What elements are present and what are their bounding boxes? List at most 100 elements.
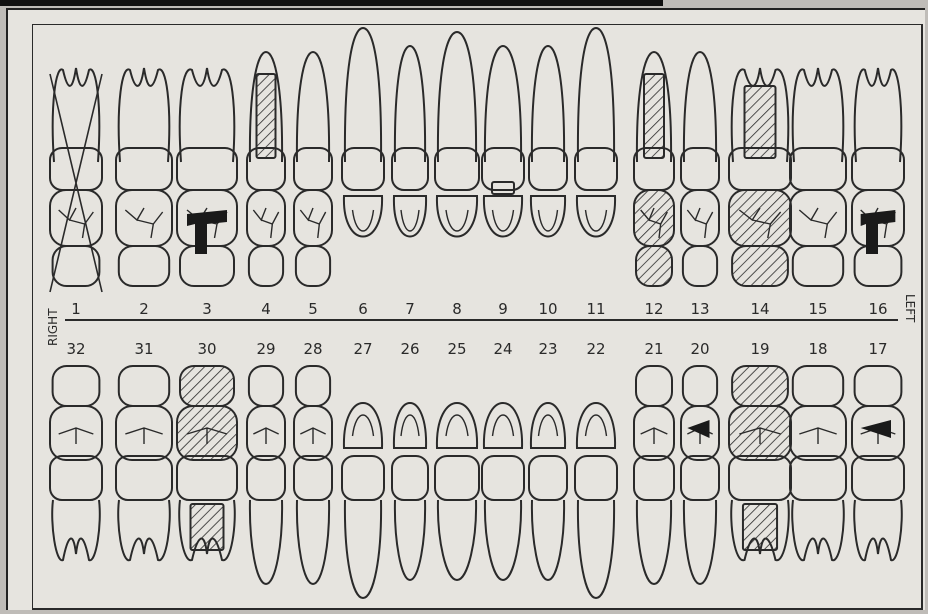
incisal-surface xyxy=(437,403,477,448)
tooth-number-21: 21 xyxy=(644,340,663,358)
tooth-number-16: 16 xyxy=(868,300,887,318)
cingulum-line xyxy=(401,415,419,436)
tooth-3[interactable] xyxy=(177,68,237,286)
lingual-surface xyxy=(180,366,234,406)
tooth-7[interactable] xyxy=(392,46,428,237)
tooth-number-3: 3 xyxy=(202,300,212,318)
lingual-surface xyxy=(296,246,330,286)
groove-lines xyxy=(125,208,162,238)
tooth-5[interactable] xyxy=(294,52,332,286)
tooth-root xyxy=(345,500,381,598)
tooth-crown xyxy=(435,456,479,500)
cingulum-line xyxy=(446,415,468,436)
lingual-surface xyxy=(636,246,672,286)
tooth-number-24: 24 xyxy=(493,340,512,358)
tooth-6[interactable] xyxy=(342,28,384,237)
tooth-number-26: 26 xyxy=(400,340,419,358)
groove-lines xyxy=(300,208,325,238)
incisal-surface xyxy=(394,403,426,448)
tooth-crown xyxy=(852,456,904,500)
tooth-20[interactable] xyxy=(681,366,719,584)
tooth-2[interactable] xyxy=(116,68,172,286)
lower-arch xyxy=(50,366,904,598)
amalgam-filling xyxy=(861,210,896,254)
tooth-30[interactable] xyxy=(177,366,237,560)
tooth-11[interactable] xyxy=(575,28,617,237)
tooth-number-15: 15 xyxy=(808,300,827,318)
tooth-root xyxy=(854,500,902,560)
tooth-10[interactable] xyxy=(529,46,567,237)
tooth-crown xyxy=(294,148,332,190)
groove-lines xyxy=(125,428,162,444)
tooth-19[interactable] xyxy=(729,366,791,560)
tooth-4[interactable] xyxy=(247,52,285,286)
lingual-surface xyxy=(855,366,902,406)
tooth-crown xyxy=(790,148,846,190)
cingulum-line xyxy=(539,210,558,231)
tooth-root xyxy=(395,46,425,162)
tooth-27[interactable] xyxy=(342,403,384,598)
tooth-crown xyxy=(529,148,567,190)
tooth-31[interactable] xyxy=(116,366,172,560)
tooth-21[interactable] xyxy=(634,366,674,584)
lingual-surface xyxy=(119,366,169,406)
occlusal-surface xyxy=(634,190,674,246)
tooth-13[interactable] xyxy=(681,52,719,286)
tooth-16[interactable] xyxy=(852,68,904,286)
tooth-9[interactable] xyxy=(482,46,524,237)
tooth-17[interactable] xyxy=(852,366,904,560)
occlusal-surface xyxy=(790,190,846,246)
tooth-number-31: 31 xyxy=(134,340,153,358)
tooth-26[interactable] xyxy=(392,403,428,580)
tooth-root xyxy=(438,500,476,580)
tooth-23[interactable] xyxy=(529,403,567,580)
lingual-surface xyxy=(53,366,100,406)
tooth-crown xyxy=(482,148,524,190)
incisal-surface xyxy=(344,403,382,448)
cingulum-line xyxy=(586,415,607,436)
tooth-22[interactable] xyxy=(575,403,617,598)
tooth-number-9: 9 xyxy=(498,300,508,318)
tooth-1[interactable] xyxy=(50,68,102,292)
occlusal-surface xyxy=(729,190,791,246)
root-canal-mark xyxy=(644,74,664,158)
tooth-root xyxy=(485,500,521,580)
tooth-crown xyxy=(634,456,674,500)
tooth-28[interactable] xyxy=(294,366,332,584)
groove-lines xyxy=(799,208,836,238)
groove-lines xyxy=(687,208,712,238)
tooth-number-30: 30 xyxy=(197,340,216,358)
lingual-surface xyxy=(793,246,843,286)
amalgam-filling xyxy=(187,210,227,254)
tooth-25[interactable] xyxy=(435,403,479,580)
tooth-root xyxy=(118,500,170,560)
tooth-18[interactable] xyxy=(790,366,846,560)
groove-lines xyxy=(59,428,94,444)
tooth-24[interactable] xyxy=(482,403,524,580)
tooth-32[interactable] xyxy=(50,366,102,560)
tooth-crown xyxy=(177,148,237,190)
groove-lines xyxy=(300,428,325,444)
tooth-root xyxy=(52,500,100,560)
tooth-number-8: 8 xyxy=(452,300,462,318)
tooth-crown xyxy=(247,456,285,500)
tooth-root xyxy=(532,46,564,162)
tooth-crown xyxy=(392,456,428,500)
occlusal-surface xyxy=(50,190,102,246)
groove-lines xyxy=(253,208,278,238)
tooth-15[interactable] xyxy=(790,68,846,286)
missing-tooth-mark xyxy=(50,74,102,292)
tooth-29[interactable] xyxy=(247,366,285,584)
groove-lines xyxy=(641,428,668,444)
incisal-surface xyxy=(577,403,615,448)
occlusal-surface xyxy=(116,190,172,246)
cingulum-line xyxy=(493,415,514,436)
tooth-12[interactable] xyxy=(634,52,674,286)
tooth-14[interactable] xyxy=(729,68,791,286)
tooth-crown xyxy=(435,148,479,190)
tooth-number-7: 7 xyxy=(405,300,415,318)
tooth-number-14: 14 xyxy=(750,300,769,318)
tooth-8[interactable] xyxy=(435,32,479,237)
tooth-root xyxy=(250,500,282,584)
